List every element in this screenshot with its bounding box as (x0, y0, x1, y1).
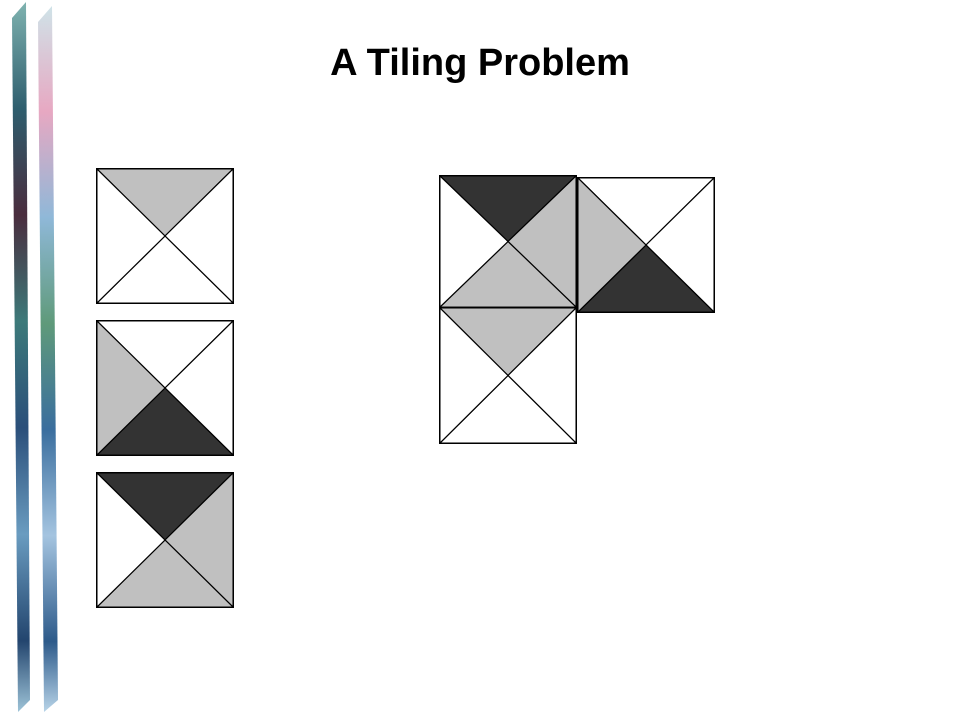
tile-border (96, 472, 234, 608)
placed-tile-3 (439, 307, 577, 444)
tile-set-1 (96, 168, 234, 304)
tile-set-3 (96, 472, 234, 608)
tile-border (577, 177, 715, 313)
tile-set-2 (96, 320, 234, 456)
left-triangle (96, 472, 166, 608)
page-title: A Tiling Problem (330, 42, 630, 84)
left-triangle (96, 320, 166, 456)
tile-border (96, 168, 234, 304)
tile-border (439, 307, 577, 444)
left-triangle (96, 168, 166, 304)
decorative-side-border (12, 2, 58, 712)
left-triangle (439, 175, 509, 308)
left-triangle (439, 307, 509, 444)
tile-border (96, 320, 234, 456)
left-triangle (577, 177, 647, 313)
placed-tile-1 (439, 175, 577, 308)
placed-tile-2 (577, 177, 715, 313)
